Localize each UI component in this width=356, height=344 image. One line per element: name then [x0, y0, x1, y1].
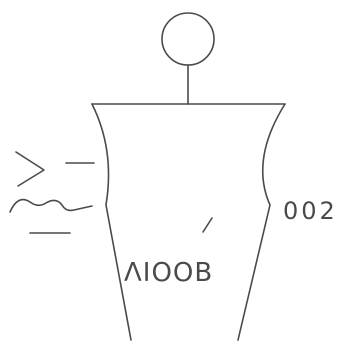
left-glyph-chevron [15, 151, 45, 187]
vessel-right-side [237, 103, 286, 341]
vessel-left-side [91, 103, 132, 341]
accent-stroke [202, 217, 213, 233]
left-glyph [9, 151, 95, 234]
inner-label: ΛΙΟΟΒ [124, 258, 213, 288]
right-label: 002 [283, 197, 338, 225]
left-glyph-curl [9, 198, 93, 213]
top-circle [161, 12, 215, 66]
